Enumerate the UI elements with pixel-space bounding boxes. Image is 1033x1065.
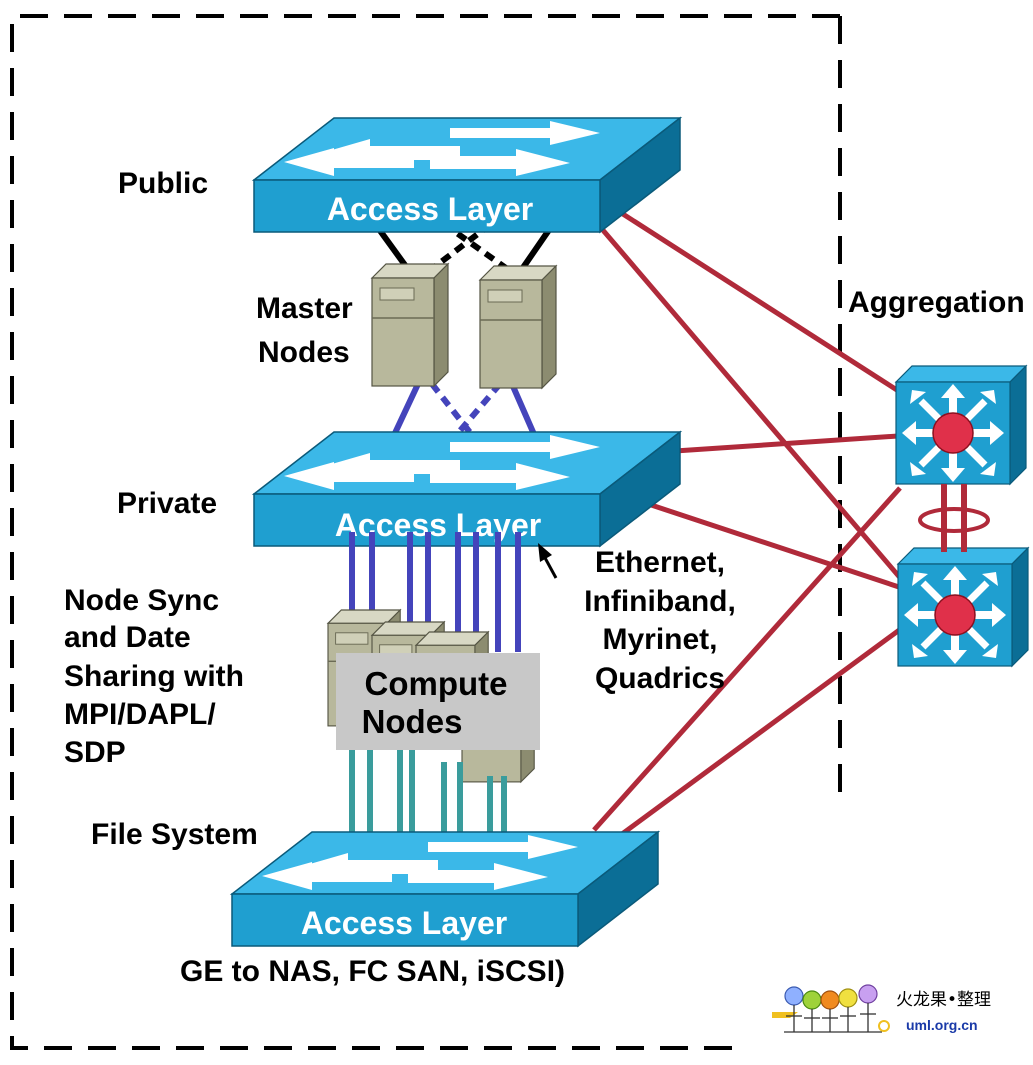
master-server-1 — [371, 263, 449, 387]
sync-label-2: and Date — [64, 621, 191, 654]
private-switch-label: Access Layer — [335, 507, 541, 543]
ethernet-label-1: Ethernet, — [595, 546, 725, 579]
etherchannel-link — [918, 484, 990, 552]
nodes-label: Nodes — [258, 336, 350, 369]
private-access-switch: Access Layer — [253, 431, 681, 547]
arrow-pointer-icon — [538, 543, 558, 579]
compute-to-fs-links — [349, 740, 507, 836]
sync-label-1: Node Sync — [64, 584, 219, 617]
sync-label-4: MPI/DAPL/ — [64, 698, 216, 731]
cluster-boundary — [10, 14, 840, 1050]
public-switch-label: Access Layer — [327, 191, 533, 227]
aggregation-label: Aggregation — [848, 286, 1025, 319]
compute-label-1: Compute — [365, 665, 508, 702]
logo-icon — [772, 984, 890, 1033]
master-server-2 — [479, 265, 557, 389]
file-system-label: File System — [91, 818, 258, 851]
public-access-switch: Access Layer — [253, 117, 681, 233]
ethernet-label-2: Infiniband, — [584, 585, 736, 618]
watermark-chinese: 火龙果•整理 — [896, 990, 991, 1010]
bottom-label: GE to NAS, FC SAN, iSCSI) — [180, 955, 565, 988]
fs-access-switch: Access Layer — [231, 831, 659, 947]
compute-nodes-box — [336, 653, 540, 750]
aggregation-router-2 — [898, 548, 1028, 666]
fs-switch-label: Access Layer — [301, 905, 507, 941]
ethernet-label-3: Myrinet, — [602, 623, 717, 656]
master-label: Master — [256, 292, 353, 325]
public-label: Public — [118, 167, 208, 200]
watermark-url: uml.org.cn — [906, 1017, 978, 1033]
aggregation-router-1 — [896, 366, 1026, 484]
private-label: Private — [117, 487, 217, 520]
ethernet-label-4: Quadrics — [595, 662, 725, 695]
sync-label-5: SDP — [64, 736, 126, 769]
compute-label-2: Nodes — [362, 703, 463, 740]
sync-label-3: Sharing with — [64, 660, 244, 693]
aggregation-links — [582, 195, 904, 837]
